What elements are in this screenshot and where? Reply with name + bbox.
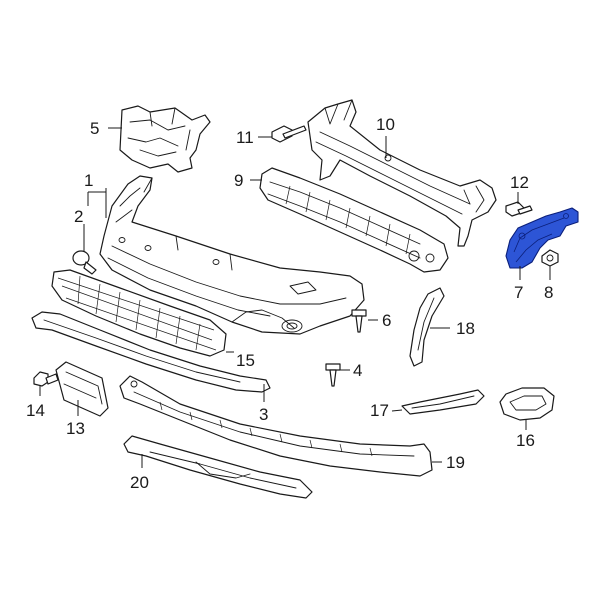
part-2-clip[interactable] <box>72 250 97 275</box>
callout-1: 1 <box>84 171 93 190</box>
callout-3: 3 <box>259 405 268 424</box>
callout-13: 13 <box>66 419 85 438</box>
callout-17: 17 <box>370 401 389 420</box>
part-4-screw[interactable] <box>325 363 341 387</box>
part-1-bumper-cover[interactable] <box>99 175 365 335</box>
part-11-bolt[interactable] <box>271 125 307 143</box>
part-3-molding[interactable] <box>31 311 271 393</box>
part-8-nut[interactable] <box>541 249 559 267</box>
callout-12: 12 <box>510 173 529 192</box>
part-12-bolt[interactable] <box>505 201 533 217</box>
part-15-grille[interactable] <box>51 269 227 357</box>
part-18-arch-trim[interactable] <box>409 287 445 367</box>
part-14-retainer[interactable] <box>33 371 59 387</box>
callouts: 1 2 3 4 5 6 7 8 9 10 11 12 13 14 15 16 1… <box>26 115 553 492</box>
part-9-absorber[interactable] <box>259 167 449 273</box>
callout-18: 18 <box>456 319 475 338</box>
callout-4: 4 <box>353 361 362 380</box>
part-20-skid-plate[interactable] <box>123 435 313 499</box>
part-7-bracket-highlighted[interactable] <box>505 207 579 269</box>
part-6-screw[interactable] <box>351 309 367 333</box>
leader-lines <box>39 127 551 468</box>
part-10-reinforcement[interactable] <box>307 99 497 247</box>
callout-15: 15 <box>236 351 255 370</box>
callout-14: 14 <box>26 401 45 420</box>
callout-20: 20 <box>130 473 149 492</box>
callout-10: 10 <box>376 115 395 134</box>
part-5-bracket[interactable] <box>119 105 211 173</box>
callout-2: 2 <box>74 207 83 226</box>
callout-8: 8 <box>544 283 553 302</box>
part-17-reflector[interactable] <box>401 389 485 415</box>
callout-6: 6 <box>382 311 391 330</box>
part-16-bezel[interactable] <box>499 387 555 421</box>
callout-7: 7 <box>514 283 523 302</box>
callout-9: 9 <box>234 171 243 190</box>
callout-11: 11 <box>236 128 254 147</box>
callout-5: 5 <box>90 119 99 138</box>
callout-19: 19 <box>446 453 465 472</box>
part-19-lower-spoiler[interactable] <box>119 375 433 477</box>
callout-16: 16 <box>516 431 535 450</box>
part-13-plate-bracket[interactable] <box>55 361 109 417</box>
